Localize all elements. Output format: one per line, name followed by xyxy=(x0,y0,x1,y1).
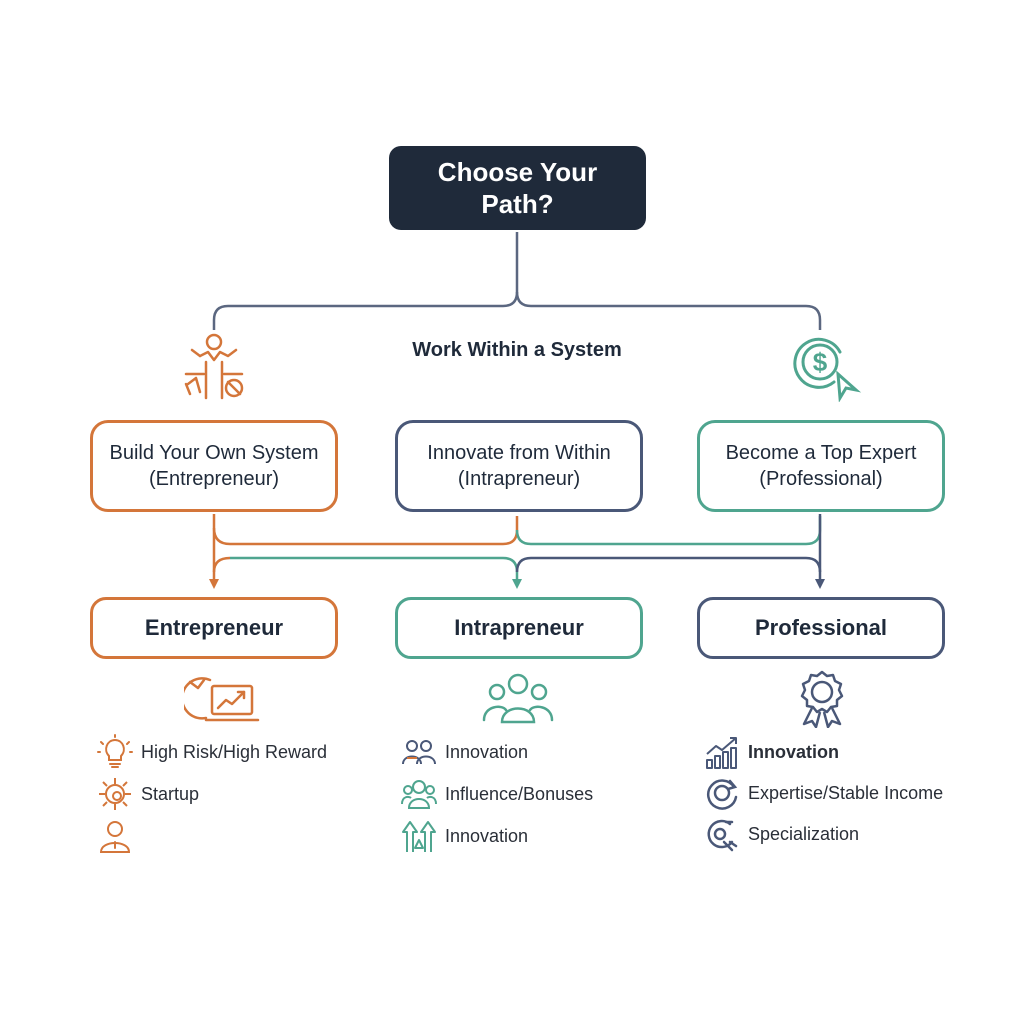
outcome-professional[interactable]: Professional xyxy=(697,597,945,659)
outcome-professional-label: Professional xyxy=(754,615,888,640)
intrapreneur-item-1-text: Innovation xyxy=(445,741,529,762)
option-intrapreneur-label: Innovate from Within (Intrapreneur) xyxy=(427,442,611,490)
intrapreneur-item-1: Innovation xyxy=(401,734,528,770)
group-icon xyxy=(401,780,437,809)
option-intrapreneur[interactable]: Innovate from Within (Intrapreneur) xyxy=(395,420,643,512)
outcome-entrepreneur-label: Entrepreneur xyxy=(144,615,284,640)
professional-item-1: Innovation xyxy=(704,734,839,770)
option-professional-label: Become a Top Expert (Professional) xyxy=(725,442,917,490)
professional-item-3-text: Specialization xyxy=(748,823,860,844)
root-label: Choose Your Path? xyxy=(437,157,598,219)
growth-arrows-icon xyxy=(402,821,436,852)
option-entrepreneur[interactable]: Build Your Own System (Entrepreneur) xyxy=(90,420,338,512)
root-node: Choose Your Path? xyxy=(389,146,646,230)
svg-text:$: $ xyxy=(813,347,828,377)
entrepreneur-figure-icon xyxy=(184,333,244,400)
option-professional[interactable]: Become a Top Expert (Professional) xyxy=(697,420,945,512)
bar-chart-icon xyxy=(706,737,737,769)
intrapreneur-item-2: Influence/Bonuses xyxy=(401,776,593,812)
entrepreneur-item-3 xyxy=(97,818,141,854)
professional-item-2: Expertise/Stable Income xyxy=(704,775,943,811)
professional-item-2-text: Expertise/Stable Income xyxy=(748,782,944,803)
entrepreneur-item-2-text: Startup xyxy=(141,783,200,804)
professional-item-1-text: Innovation xyxy=(748,741,839,762)
award-ribbon-icon xyxy=(800,670,844,728)
option-entrepreneur-label: Build Your Own System (Entrepreneur) xyxy=(109,442,319,490)
intrapreneur-item-2-text: Influence/Bonuses xyxy=(445,783,594,804)
outcome-intrapreneur[interactable]: Intrapreneur xyxy=(395,597,643,659)
circular-arrow-icon xyxy=(707,779,738,810)
lightbulb-icon xyxy=(97,734,133,768)
entrepreneur-item-2: Startup xyxy=(97,776,199,812)
laptop-growth-icon xyxy=(184,677,260,722)
entrepreneur-item-1: High Risk/High Reward xyxy=(97,734,327,770)
team-icon xyxy=(482,673,554,724)
middle-label: Work Within a System xyxy=(412,339,622,361)
gear-icon xyxy=(99,778,131,810)
intrapreneur-item-3-text: Innovation xyxy=(445,825,529,846)
person-icon xyxy=(99,821,131,853)
outcome-intrapreneur-label: Intrapreneur xyxy=(454,615,584,640)
dollar-badge-icon: $ xyxy=(793,337,862,402)
professional-item-3: Specialization xyxy=(704,816,859,852)
magnet-icon xyxy=(707,819,738,852)
entrepreneur-item-1-text: High Risk/High Reward xyxy=(141,741,328,762)
outcome-entrepreneur[interactable]: Entrepreneur xyxy=(90,597,338,659)
people-icon xyxy=(402,740,436,765)
intrapreneur-item-3: Innovation xyxy=(401,818,528,854)
